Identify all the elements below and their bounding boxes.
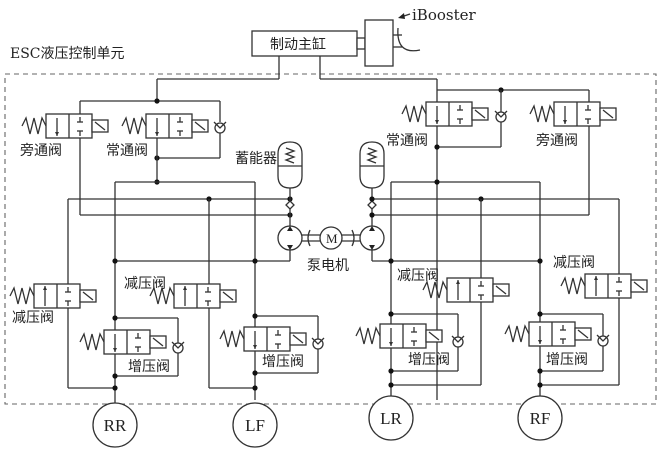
wheel-rr: RR <box>92 402 138 448</box>
decrease-valve-rf <box>560 273 648 299</box>
increase-valve-lf-label: 增压阀 <box>262 354 304 370</box>
accumulator-right <box>359 141 385 189</box>
wheel-lf-label: LF <box>245 416 265 435</box>
normally-open-valve-right <box>401 101 489 127</box>
wheel-lf: LF <box>232 402 278 448</box>
increase-valve-lf <box>219 326 307 352</box>
check-valve-rr <box>171 341 185 354</box>
wheel-rf-label: RF <box>530 409 551 428</box>
bypass-valve-left-label: 旁通阀 <box>20 142 62 159</box>
bypass-valve-left <box>21 113 109 139</box>
master-cylinder: 制动主缸 <box>251 30 358 57</box>
check-valve-right-top <box>494 110 508 123</box>
ibooster: iBooster <box>356 6 476 67</box>
motor-symbol: M <box>326 231 338 246</box>
pump-left <box>277 225 303 251</box>
increase-valve-rf <box>504 321 592 347</box>
increase-valve-lr-label: 增压阀 <box>408 352 450 368</box>
decrease-valve-rf-label: 减压阀 <box>553 255 595 271</box>
ibooster-label: iBooster <box>412 6 476 24</box>
increase-valve-lr <box>355 323 443 349</box>
decrease-valve-lf-label: 减压阀 <box>124 276 166 292</box>
check-valve-accumulator-left <box>285 200 295 210</box>
pump-motor-label: 泵电机 <box>307 258 349 274</box>
wheel-lr: LR <box>368 395 414 441</box>
decrease-valve-rr <box>9 283 97 309</box>
accumulator-label: 蓄能器 <box>235 151 277 167</box>
decrease-valve-lr <box>422 277 510 303</box>
wheel-lr-label: LR <box>380 409 402 428</box>
check-valve-rf <box>596 334 610 347</box>
check-valve-accumulator-right <box>367 200 377 210</box>
wheel-rr-label: RR <box>104 416 127 435</box>
normally-open-valve-right-label: 常通阀 <box>386 133 428 149</box>
master-cylinder-label: 制动主缸 <box>270 36 326 53</box>
accumulator-left <box>277 141 303 189</box>
check-valve-lr <box>451 335 465 348</box>
check-valve-lf <box>311 337 325 350</box>
bypass-valve-right <box>529 101 617 127</box>
esc-unit-boundary <box>4 73 657 405</box>
increase-valve-rf-label: 增压阀 <box>546 352 588 368</box>
pump-motor: M <box>319 226 343 250</box>
decrease-valve-lr-label: 减压阀 <box>397 268 439 284</box>
increase-valve-rr-label: 增压阀 <box>128 359 170 375</box>
normally-open-valve-left <box>121 113 209 139</box>
esc-unit-title: ESC液压控制单元 <box>10 46 125 62</box>
normally-open-valve-left-label: 常通阀 <box>106 143 148 159</box>
pump-right <box>359 225 385 251</box>
bypass-valve-right-label: 旁通阀 <box>536 132 578 149</box>
check-valve-left-top <box>213 121 227 134</box>
decrease-valve-lf <box>149 283 237 309</box>
decrease-valve-rr-label: 减压阀 <box>12 310 54 326</box>
wheel-rf: RF <box>517 395 563 441</box>
increase-valve-rr <box>79 329 167 355</box>
